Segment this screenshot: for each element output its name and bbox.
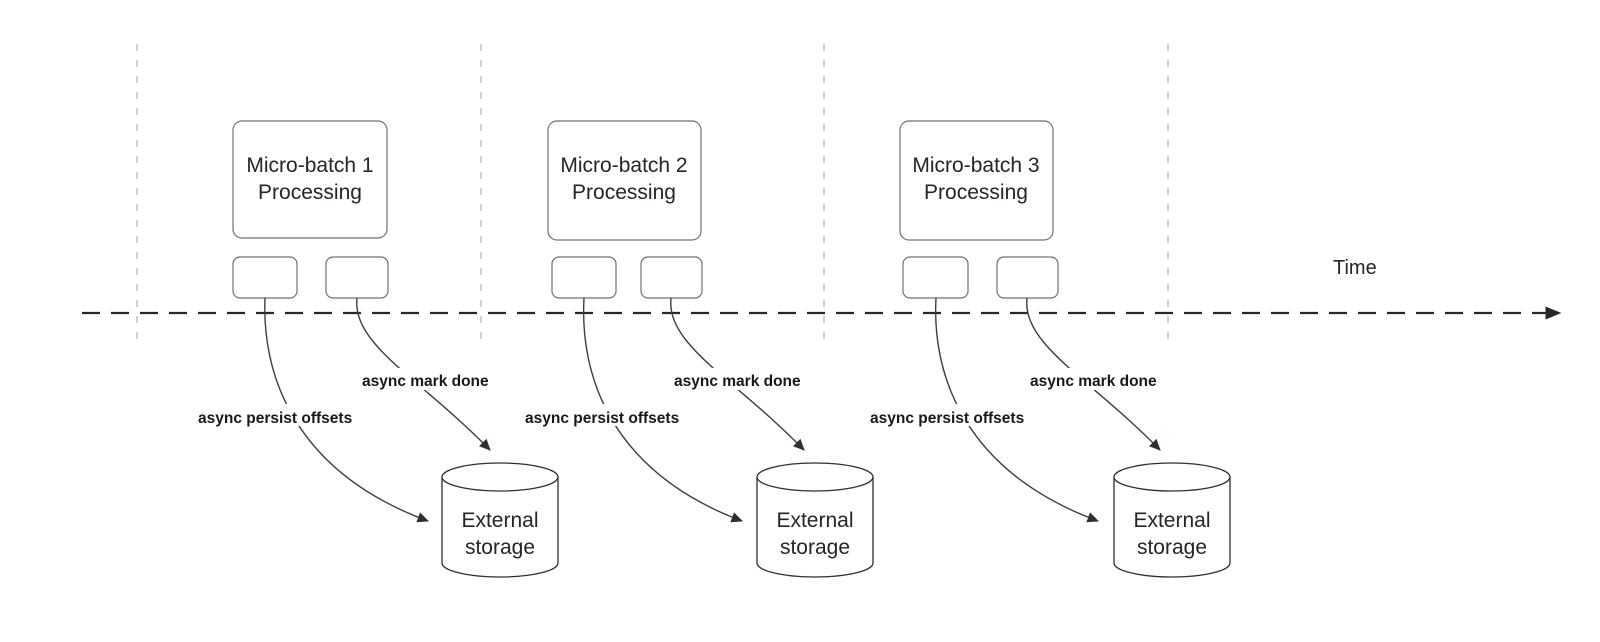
micro-batch-3-mark-done-arrow — [1026, 297, 1161, 451]
micro-batch-3-task-box-2[interactable] — [996, 256, 1059, 299]
micro-batch-3-persist-label-bg — [866, 404, 1046, 426]
group-1: Micro-batch 1 Processing async mark done… — [194, 120, 559, 578]
micro-batch-2-mark-done-label-bg — [670, 368, 816, 390]
micro-batch-2-task-box-1[interactable] — [551, 256, 617, 299]
time-axis: Time — [82, 257, 1562, 320]
external-storage-2-label-line1: External — [776, 509, 853, 532]
micro-batch-2-mark-done-arrow — [670, 297, 805, 451]
micro-batch-1-mark-done-arrow — [356, 297, 491, 451]
micro-batch-2-label-line2: Processing — [572, 181, 676, 204]
external-storage-1[interactable]: External storage — [441, 462, 559, 578]
external-storage-3-label-line2: storage — [1137, 536, 1207, 559]
micro-batch-3-label-line2: Processing — [924, 181, 1028, 204]
micro-batch-1-box[interactable] — [232, 120, 388, 239]
external-storage-2-label-line2: storage — [780, 536, 850, 559]
batch-boundary-lines — [136, 44, 1169, 345]
external-storage-2[interactable]: External storage — [756, 462, 874, 578]
group-2: Micro-batch 2 Processing async mark done… — [521, 120, 874, 578]
micro-batch-3-label-line1: Micro-batch 3 — [912, 154, 1039, 177]
micro-batch-1-label-line2: Processing — [258, 181, 362, 204]
external-storage-1-label-line2: storage — [465, 536, 535, 559]
micro-batch-2-persist-label-bg — [521, 404, 701, 426]
micro-batch-3-mark-done-label-bg — [1026, 368, 1172, 390]
micro-batch-1-persist-label-bg — [194, 404, 374, 426]
micro-batch-2-box[interactable] — [547, 120, 702, 241]
micro-batch-3-box[interactable] — [899, 120, 1054, 241]
group-3: Micro-batch 3 Processing async mark done… — [866, 120, 1231, 578]
external-storage-3-label-line1: External — [1133, 509, 1210, 532]
micro-batch-1-persist-offsets-label: async persist offsets — [198, 410, 352, 427]
micro-batch-2-label-line1: Micro-batch 2 — [560, 154, 687, 177]
micro-batch-3-mark-done-label: async mark done — [1030, 373, 1157, 390]
micro-batch-3-task-box-1[interactable] — [902, 256, 969, 299]
micro-batch-2-persist-offsets-label: async persist offsets — [525, 410, 679, 427]
micro-batch-2-mark-done-label: async mark done — [674, 373, 801, 390]
micro-batch-1-mark-done-label-bg — [358, 368, 504, 390]
micro-batch-2-task-box-2[interactable] — [640, 256, 703, 299]
micro-batch-1-task-box-2[interactable] — [325, 256, 389, 299]
time-axis-label: Time — [1333, 257, 1377, 279]
external-storage-1-label-line1: External — [461, 509, 538, 532]
micro-batch-1-label-line1: Micro-batch 1 — [246, 154, 373, 177]
micro-batch-1-task-box-1[interactable] — [232, 256, 298, 299]
external-storage-3[interactable]: External storage — [1113, 462, 1231, 578]
micro-batch-1-mark-done-label: async mark done — [362, 373, 489, 390]
micro-batch-3-persist-offsets-label: async persist offsets — [870, 410, 1024, 427]
